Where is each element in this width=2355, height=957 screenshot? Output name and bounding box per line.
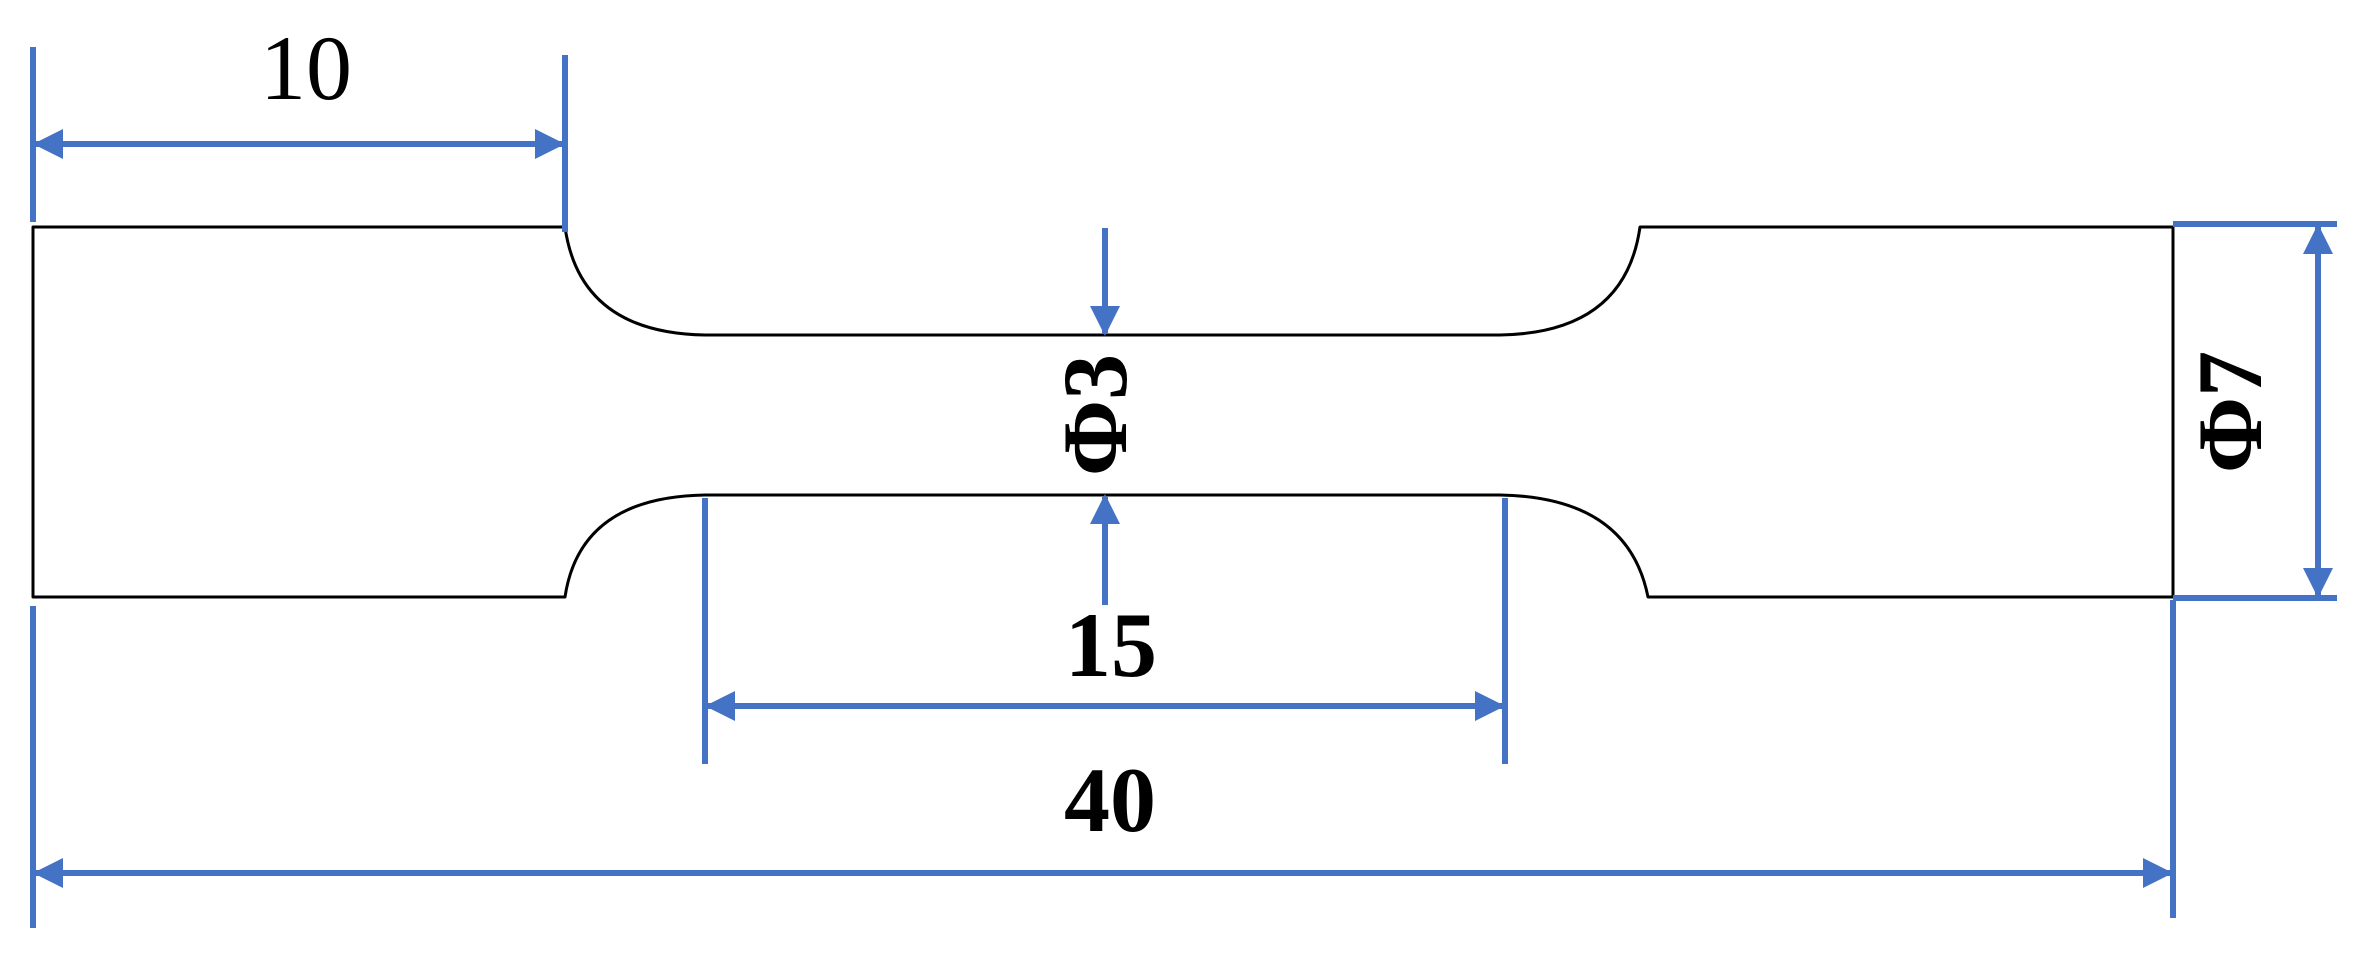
total-length-label: 40 — [1064, 749, 1156, 851]
gauge-length-label: 15 — [1065, 594, 1157, 696]
grip-diameter-label: Φ7 — [2179, 351, 2281, 473]
grip-length-label: 10 — [260, 17, 352, 119]
gauge-diameter-label: Φ3 — [1044, 354, 1146, 476]
